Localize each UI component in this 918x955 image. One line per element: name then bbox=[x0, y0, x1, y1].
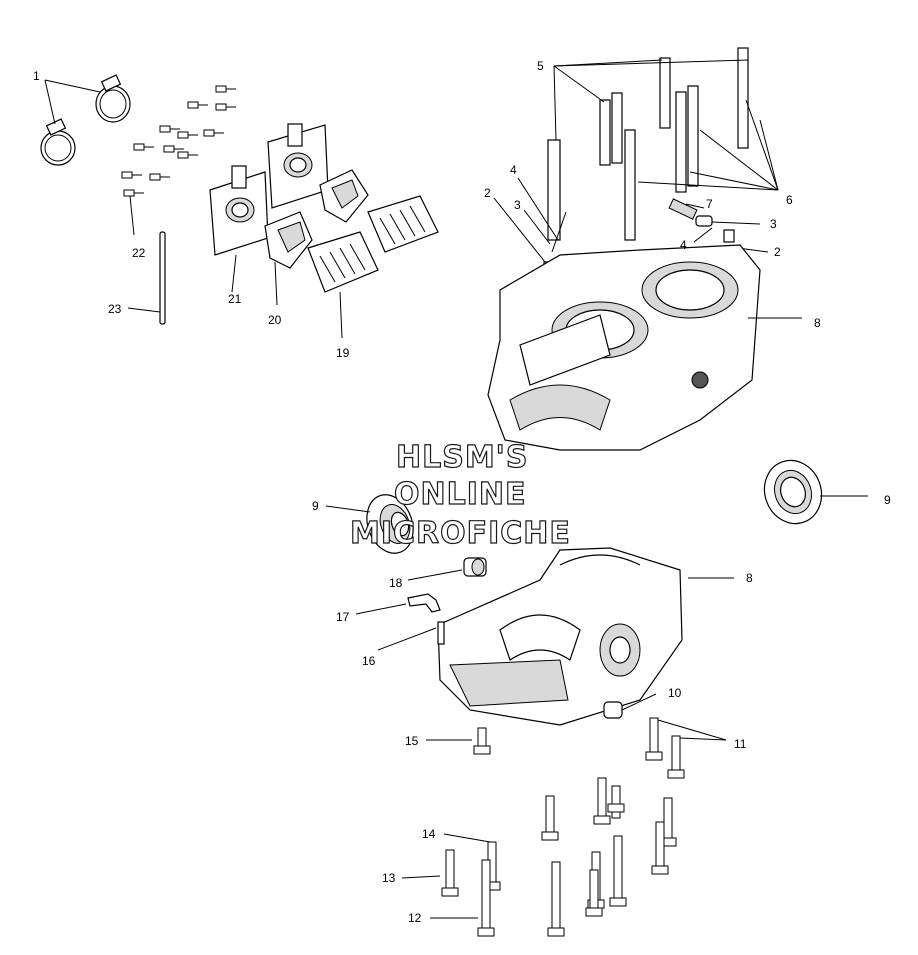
callout-19: 19 bbox=[336, 346, 350, 360]
bearing bbox=[407, 557, 487, 581]
small-bolts bbox=[121, 85, 236, 236]
callout-12: 12 bbox=[408, 911, 422, 925]
locating-pin bbox=[377, 621, 445, 651]
callout-7: 7 bbox=[706, 197, 713, 211]
callout-1: 1 bbox=[33, 69, 40, 83]
callout-20: 20 bbox=[268, 313, 282, 327]
watermark-line-3: MICROFICHE bbox=[350, 516, 571, 551]
callout-labels: 1 2 2 3 3 4 4 5 6 7 8 8 9 9 10 11 12 13 … bbox=[33, 59, 891, 925]
callout-3-right: 3 bbox=[770, 217, 777, 231]
callout-10: 10 bbox=[668, 686, 682, 700]
callout-2-right: 2 bbox=[774, 245, 781, 259]
watermark-line-2: ONLINE bbox=[394, 477, 527, 512]
leader-lines-5-6 bbox=[553, 59, 779, 191]
callout-17: 17 bbox=[336, 610, 350, 624]
reed-valves bbox=[307, 195, 439, 339]
callout-15: 15 bbox=[405, 734, 419, 748]
cylinder-studs bbox=[547, 47, 749, 241]
callout-6: 6 bbox=[786, 193, 793, 207]
gasket-strip bbox=[127, 231, 166, 325]
callout-9-left: 9 bbox=[312, 499, 319, 513]
reed-spacers bbox=[264, 169, 369, 306]
callout-22: 22 bbox=[132, 246, 146, 260]
callout-14: 14 bbox=[422, 827, 436, 841]
callout-8-lower: 8 bbox=[746, 571, 753, 585]
crank-seals bbox=[325, 459, 868, 554]
callout-21: 21 bbox=[228, 292, 242, 306]
callout-5: 5 bbox=[537, 59, 544, 73]
callout-8-upper: 8 bbox=[814, 316, 821, 330]
hose-clamps bbox=[40, 74, 131, 166]
callout-2-left: 2 bbox=[484, 186, 491, 200]
callout-3-left: 3 bbox=[514, 198, 521, 212]
callout-11: 11 bbox=[734, 737, 747, 751]
lower-crankcase bbox=[437, 547, 734, 726]
callout-16: 16 bbox=[362, 654, 376, 668]
callout-9-right: 9 bbox=[884, 493, 891, 507]
intake-manifolds bbox=[209, 123, 329, 293]
upper-crankcase bbox=[487, 244, 802, 451]
callout-13: 13 bbox=[382, 871, 396, 885]
callout-4-right: 4 bbox=[680, 238, 687, 252]
callout-23: 23 bbox=[108, 302, 122, 316]
crankcase-bolts bbox=[401, 717, 727, 937]
watermark: HLSM'S ONLINE MICROFICHE bbox=[349, 439, 571, 551]
plug bbox=[603, 693, 657, 719]
watermark-line-1: HLSM'S bbox=[396, 440, 528, 475]
callout-4-left: 4 bbox=[510, 163, 517, 177]
elbow-fitting bbox=[355, 593, 441, 615]
callout-18: 18 bbox=[389, 576, 403, 590]
